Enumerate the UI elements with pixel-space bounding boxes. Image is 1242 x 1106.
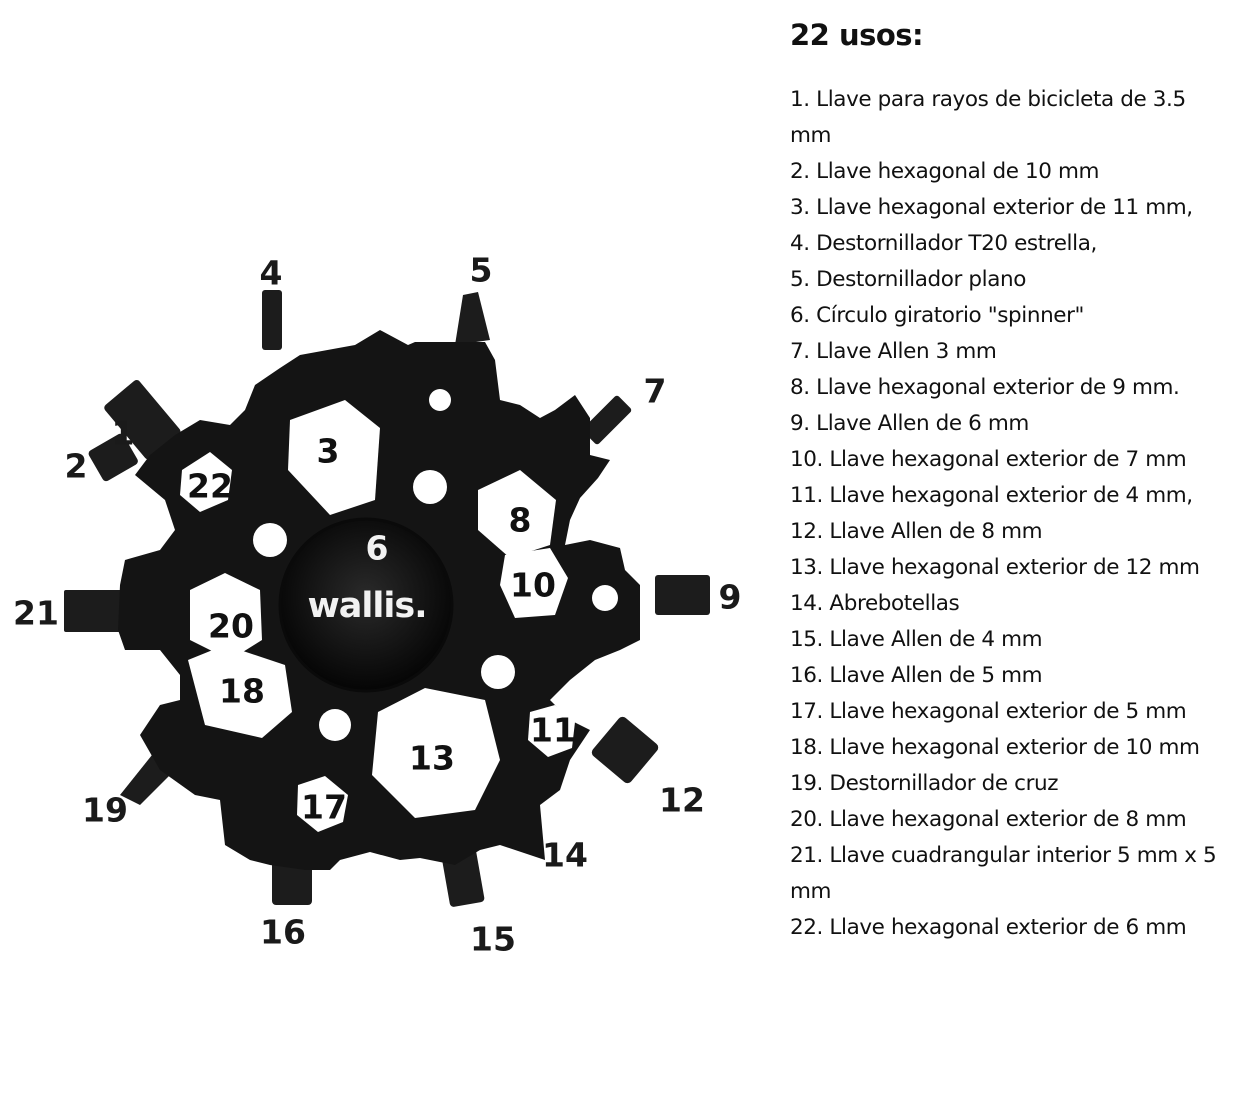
callout-6: 6 (365, 528, 389, 568)
use-item: 14. Abrebotellas (790, 591, 960, 616)
holes (180, 389, 618, 832)
hole-round-c (253, 523, 287, 557)
callout-22: 22 (187, 466, 233, 506)
callout-15: 15 (470, 919, 516, 959)
bit-7 (582, 395, 632, 445)
hole-round-f (319, 709, 351, 741)
bit-2 (88, 433, 138, 482)
callout-12: 12 (659, 780, 705, 820)
callout-2: 2 (64, 446, 88, 486)
use-item: 3. Llave hexagonal exterior de 11 mm, (790, 195, 1193, 220)
use-item: 22. Llave hexagonal exterior de 6 mm (790, 915, 1187, 940)
hole-13 (372, 688, 500, 818)
hole-round-e (481, 655, 515, 689)
bit-12 (591, 716, 659, 784)
use-item: 16. Llave Allen de 5 mm (790, 663, 1043, 688)
hole-8 (478, 470, 556, 558)
hole-20 (190, 573, 262, 660)
uses-panel: 22 usos: 1. Llave para rayos de biciclet… (790, 18, 1230, 946)
hole-10 (500, 548, 568, 618)
callout-1: 1 (111, 413, 135, 453)
callout-13: 13 (409, 738, 455, 778)
callout-14: 14 (542, 835, 588, 875)
callout-20: 20 (208, 606, 254, 646)
uses-list: 1. Llave para rayos de bicicleta de 3.5 … (790, 82, 1230, 946)
bit-5 (455, 292, 490, 345)
use-item: 2. Llave hexagonal de 10 mm (790, 159, 1100, 184)
use-item: 5. Destornillador plano (790, 267, 1026, 292)
hole-3 (288, 400, 380, 515)
use-item: 1. Llave para rayos de bicicleta de 3.5 … (790, 87, 1186, 148)
callout-17: 17 (301, 787, 347, 827)
use-item: 15. Llave Allen de 4 mm (790, 627, 1043, 652)
use-item: 12. Llave Allen de 8 mm (790, 519, 1043, 544)
use-item: 9. Llave Allen de 6 mm (790, 411, 1029, 436)
hole-17 (297, 776, 348, 832)
use-item: 19. Destornillador de cruz (790, 771, 1059, 796)
use-item: 18. Llave hexagonal exterior de 10 mm (790, 735, 1200, 760)
bit-4 (262, 290, 282, 350)
use-item: 13. Llave hexagonal exterior de 12 mm (790, 555, 1200, 580)
bit-1 (104, 380, 181, 460)
callout-21: 21 (13, 593, 59, 633)
callout-8: 8 (508, 500, 532, 540)
hole-round-b (413, 470, 447, 504)
use-item: 21. Llave cuadrangular interior 5 mm x 5… (790, 843, 1217, 904)
hole-round-a (429, 389, 451, 411)
use-item: 11. Llave hexagonal exterior de 4 mm, (790, 483, 1193, 508)
spinner-disc (278, 517, 454, 693)
use-item: 7. Llave Allen 3 mm (790, 339, 997, 364)
callout-18: 18 (219, 671, 265, 711)
hole-18 (188, 645, 292, 738)
callout-4: 4 (259, 253, 283, 293)
callout-11: 11 (530, 710, 576, 750)
bit-9 (655, 575, 710, 615)
multitool-illustration (64, 290, 710, 907)
brand-logo: wallis. (307, 586, 427, 626)
use-item: 6. Círculo giratorio "spinner" (790, 303, 1085, 328)
callout-19: 19 (82, 790, 128, 830)
callout-3: 3 (316, 431, 340, 471)
use-item: 8. Llave hexagonal exterior de 9 mm. (790, 375, 1180, 400)
panel-title: 22 usos: (790, 18, 924, 52)
hole-round-d (592, 585, 618, 611)
callout-5: 5 (469, 250, 493, 290)
use-item: 10. Llave hexagonal exterior de 7 mm (790, 447, 1187, 472)
hole-11 (528, 705, 575, 757)
use-item: 4. Destornillador T20 estrella, (790, 231, 1097, 256)
callout-16: 16 (260, 912, 306, 952)
callout-10: 10 (510, 565, 556, 605)
callout-7: 7 (643, 371, 667, 411)
callout-9: 9 (718, 577, 742, 617)
use-item: 20. Llave hexagonal exterior de 8 mm (790, 807, 1187, 832)
use-item: 17. Llave hexagonal exterior de 5 mm (790, 699, 1187, 724)
hole-22 (180, 452, 232, 512)
